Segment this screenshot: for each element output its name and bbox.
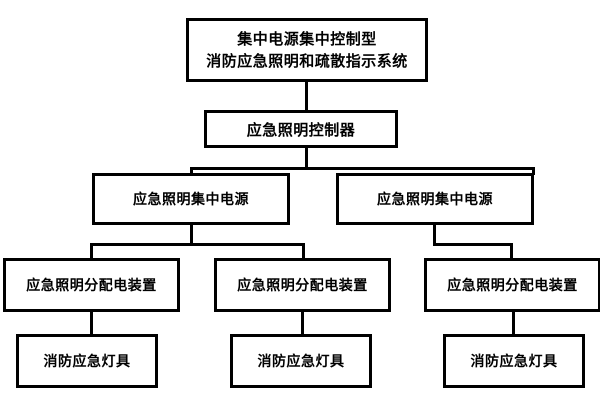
connector-power-right-down — [433, 225, 436, 245]
connector-power-left-down — [190, 225, 193, 245]
node-system-root: 集中电源集中控制型 消防应急照明和疏散指示系统 — [186, 18, 428, 82]
node-emergency-luminaire-1: 消防应急灯具 — [16, 334, 158, 388]
node-emergency-luminaire-2-label: 消防应急灯具 — [257, 354, 345, 370]
node-emergency-luminaire-2: 消防应急灯具 — [230, 334, 372, 388]
connector-dist-1-to-lamp-1 — [90, 312, 93, 336]
node-distribution-device-2-label: 应急照明分配电装置 — [237, 278, 368, 294]
node-distribution-device-3-label: 应急照明分配电装置 — [447, 278, 578, 294]
connector-dist-3-to-lamp-3 — [512, 312, 515, 336]
connector-drop-dist-1 — [90, 243, 93, 260]
node-central-power-right: 应急照明集中电源 — [336, 173, 534, 225]
connector-bus-power-row — [190, 167, 535, 170]
connector-drop-dist-2 — [302, 243, 305, 260]
node-system-root-label: 集中电源集中控制型 消防应急照明和疏散指示系统 — [206, 30, 408, 70]
connector-bus-dist-right — [433, 243, 513, 246]
connector-drop-power-right — [532, 167, 535, 175]
node-emergency-lighting-controller-label: 应急照明控制器 — [246, 120, 356, 139]
node-distribution-device-3: 应急照明分配电装置 — [424, 258, 600, 312]
node-emergency-luminaire-1-label: 消防应急灯具 — [43, 354, 131, 370]
node-emergency-luminaire-3: 消防应急灯具 — [443, 334, 585, 388]
node-emergency-luminaire-3-label: 消防应急灯具 — [470, 354, 558, 370]
connector-dist-2-to-lamp-2 — [301, 312, 304, 336]
node-central-power-left: 应急照明集中电源 — [92, 173, 290, 225]
connector-drop-dist-3 — [510, 243, 513, 260]
node-distribution-device-1: 应急照明分配电装置 — [3, 258, 180, 312]
node-distribution-device-1-label: 应急照明分配电装置 — [26, 278, 157, 294]
node-central-power-right-label: 应急照明集中电源 — [377, 192, 493, 208]
connector-controller-down — [305, 148, 308, 170]
connector-root-to-controller — [305, 82, 308, 110]
connector-bus-dist-left — [90, 243, 305, 246]
node-central-power-left-label: 应急照明集中电源 — [133, 192, 249, 208]
connector-drop-power-left — [190, 167, 193, 175]
node-distribution-device-2: 应急照明分配电装置 — [214, 258, 391, 312]
node-emergency-lighting-controller: 应急照明控制器 — [204, 110, 398, 148]
